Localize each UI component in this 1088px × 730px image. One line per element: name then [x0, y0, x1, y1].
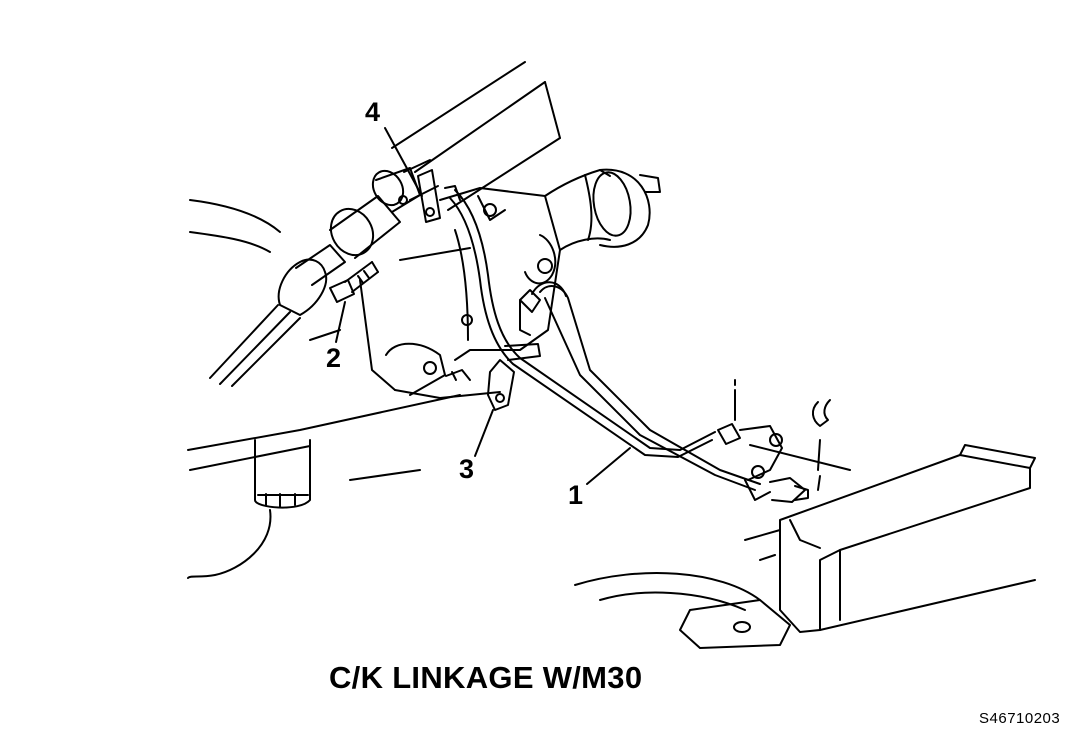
- shift-rod: [450, 190, 760, 490]
- lower-components: [575, 573, 790, 648]
- callout-2-label: 2: [326, 343, 342, 373]
- figure-caption: C/K LINKAGE W/M30: [329, 660, 643, 695]
- bolt: [330, 262, 378, 302]
- leader-line-4: [385, 128, 422, 196]
- steering-column: [210, 160, 438, 386]
- clevis-linkage: [718, 380, 850, 502]
- bracket: [446, 344, 540, 410]
- callout-3-label: 3: [459, 454, 475, 484]
- figure-id: S46710203: [979, 710, 1061, 727]
- leader-line-2: [336, 302, 345, 342]
- transmission: [310, 169, 660, 398]
- leader-line-3: [475, 410, 493, 456]
- shift-lever: [418, 170, 460, 222]
- leader-line-1: [587, 448, 630, 484]
- leader-lines: [336, 128, 630, 484]
- crossmember: [745, 445, 1035, 632]
- floor-pan: [188, 395, 460, 578]
- callout-1-label: 1: [568, 480, 584, 510]
- callout-4-label: 4: [365, 97, 381, 127]
- frame-rail: [190, 62, 560, 252]
